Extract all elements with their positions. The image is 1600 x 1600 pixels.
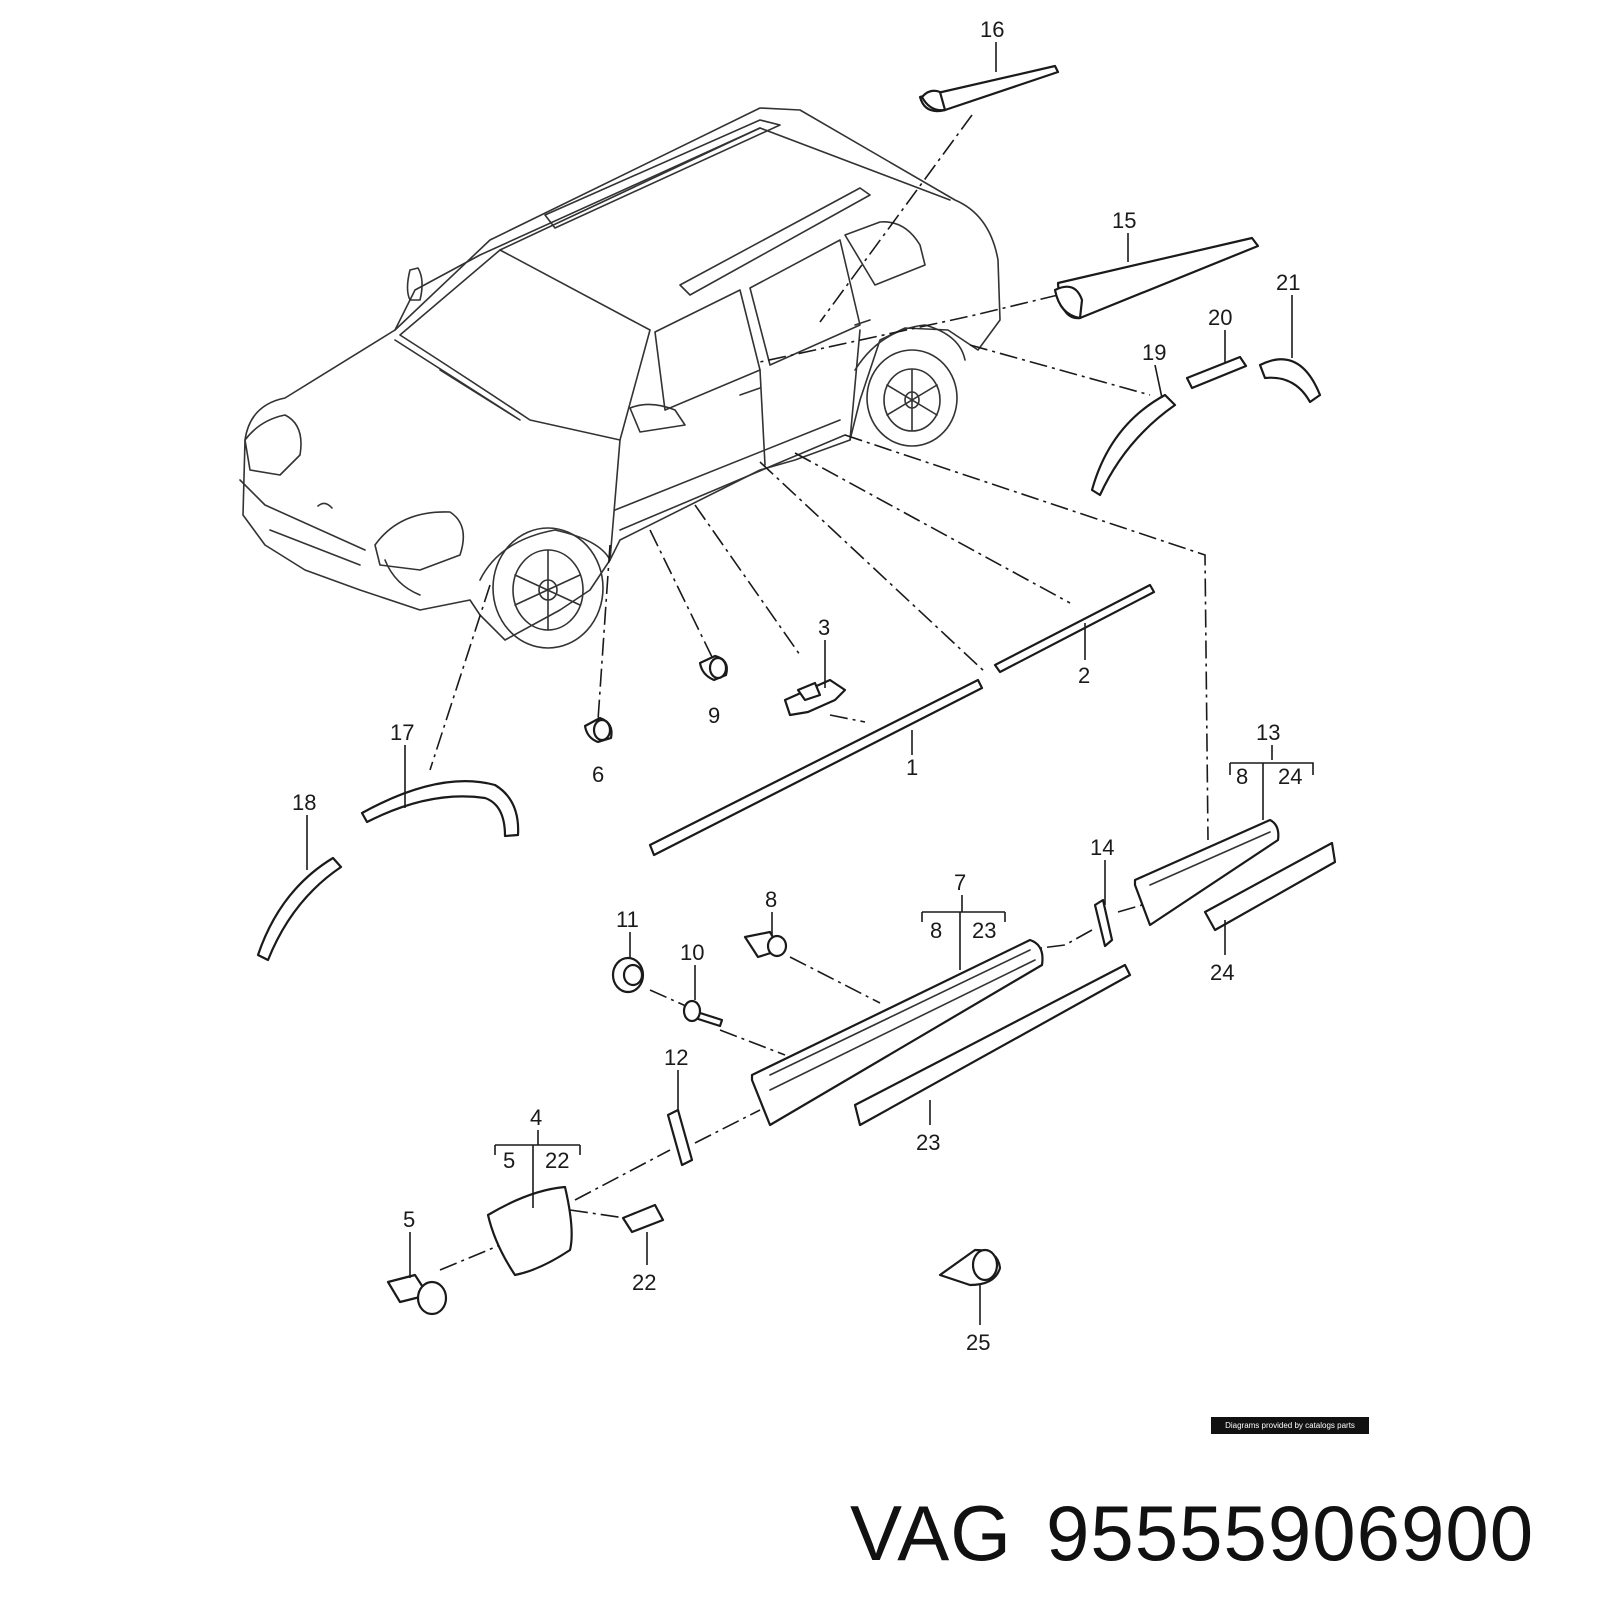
callout-7-sub-8: 8 xyxy=(930,918,942,943)
parts xyxy=(256,64,1337,1316)
callout-1: 1 xyxy=(906,755,918,780)
brand-part-number: 95555906900 xyxy=(1045,1489,1535,1577)
callout-6: 6 xyxy=(592,762,604,787)
callout-4-sub-5: 5 xyxy=(503,1148,515,1173)
part-19-arch xyxy=(1090,393,1177,497)
leader-lines xyxy=(306,42,1314,1325)
callout-5: 5 xyxy=(403,1207,415,1232)
part-4-flap xyxy=(486,1185,573,1277)
callout-15: 15 xyxy=(1112,208,1136,233)
part-12-cap xyxy=(666,1108,694,1167)
part-21-piece xyxy=(1258,358,1322,404)
part-18-arch xyxy=(256,856,343,962)
part-16-trim xyxy=(918,64,1060,113)
part-13-panel xyxy=(1133,818,1280,927)
part-22-pad xyxy=(621,1203,665,1234)
callout-12: 12 xyxy=(664,1045,688,1070)
callout-4: 4 xyxy=(530,1105,542,1130)
assembly-lines xyxy=(429,114,1209,1271)
callout-16: 16 xyxy=(980,17,1004,42)
part-23-strip xyxy=(853,963,1132,1127)
callout-13-sub-8: 8 xyxy=(1236,764,1248,789)
callout-14: 14 xyxy=(1090,835,1114,860)
callout-13-sub-24: 24 xyxy=(1278,764,1302,789)
vehicle-illustration xyxy=(239,107,1001,649)
callout-17: 17 xyxy=(390,720,414,745)
part-24-strip xyxy=(1203,841,1337,932)
callout-11: 11 xyxy=(616,907,639,932)
diagram-credit: Diagrams provided by catalogs parts xyxy=(1211,1417,1369,1434)
brand-maker: VAG xyxy=(850,1489,1012,1577)
part-7-rocker xyxy=(750,938,1044,1127)
callout-4-sub-22: 22 xyxy=(545,1148,569,1173)
callout-8: 8 xyxy=(765,887,777,912)
callout-7-sub-23: 23 xyxy=(972,918,996,943)
callout-18: 18 xyxy=(292,790,316,815)
callout-labels: 16 15 21 20 19 3 2 9 1 6 17 18 13 8 24 1… xyxy=(292,17,1302,1355)
callout-22: 22 xyxy=(632,1270,656,1295)
callout-7: 7 xyxy=(954,870,966,895)
callout-25: 25 xyxy=(966,1330,990,1355)
callout-2: 2 xyxy=(1078,663,1090,688)
callout-24: 24 xyxy=(1210,960,1234,985)
part-20-piece xyxy=(1185,355,1248,390)
part-17-arch xyxy=(360,780,520,838)
part-14-cap xyxy=(1093,898,1114,948)
callout-19: 19 xyxy=(1142,340,1166,365)
callout-20: 20 xyxy=(1208,305,1232,330)
callout-23: 23 xyxy=(916,1130,940,1155)
callout-21: 21 xyxy=(1276,270,1300,295)
callout-13: 13 xyxy=(1256,720,1280,745)
part-2-strip xyxy=(993,583,1156,674)
part-1-strip xyxy=(648,678,984,857)
callout-3: 3 xyxy=(818,615,830,640)
part-brand-number: VAG 95555906900 xyxy=(850,1488,1568,1579)
callout-9: 9 xyxy=(708,703,720,728)
callout-10: 10 xyxy=(680,940,704,965)
